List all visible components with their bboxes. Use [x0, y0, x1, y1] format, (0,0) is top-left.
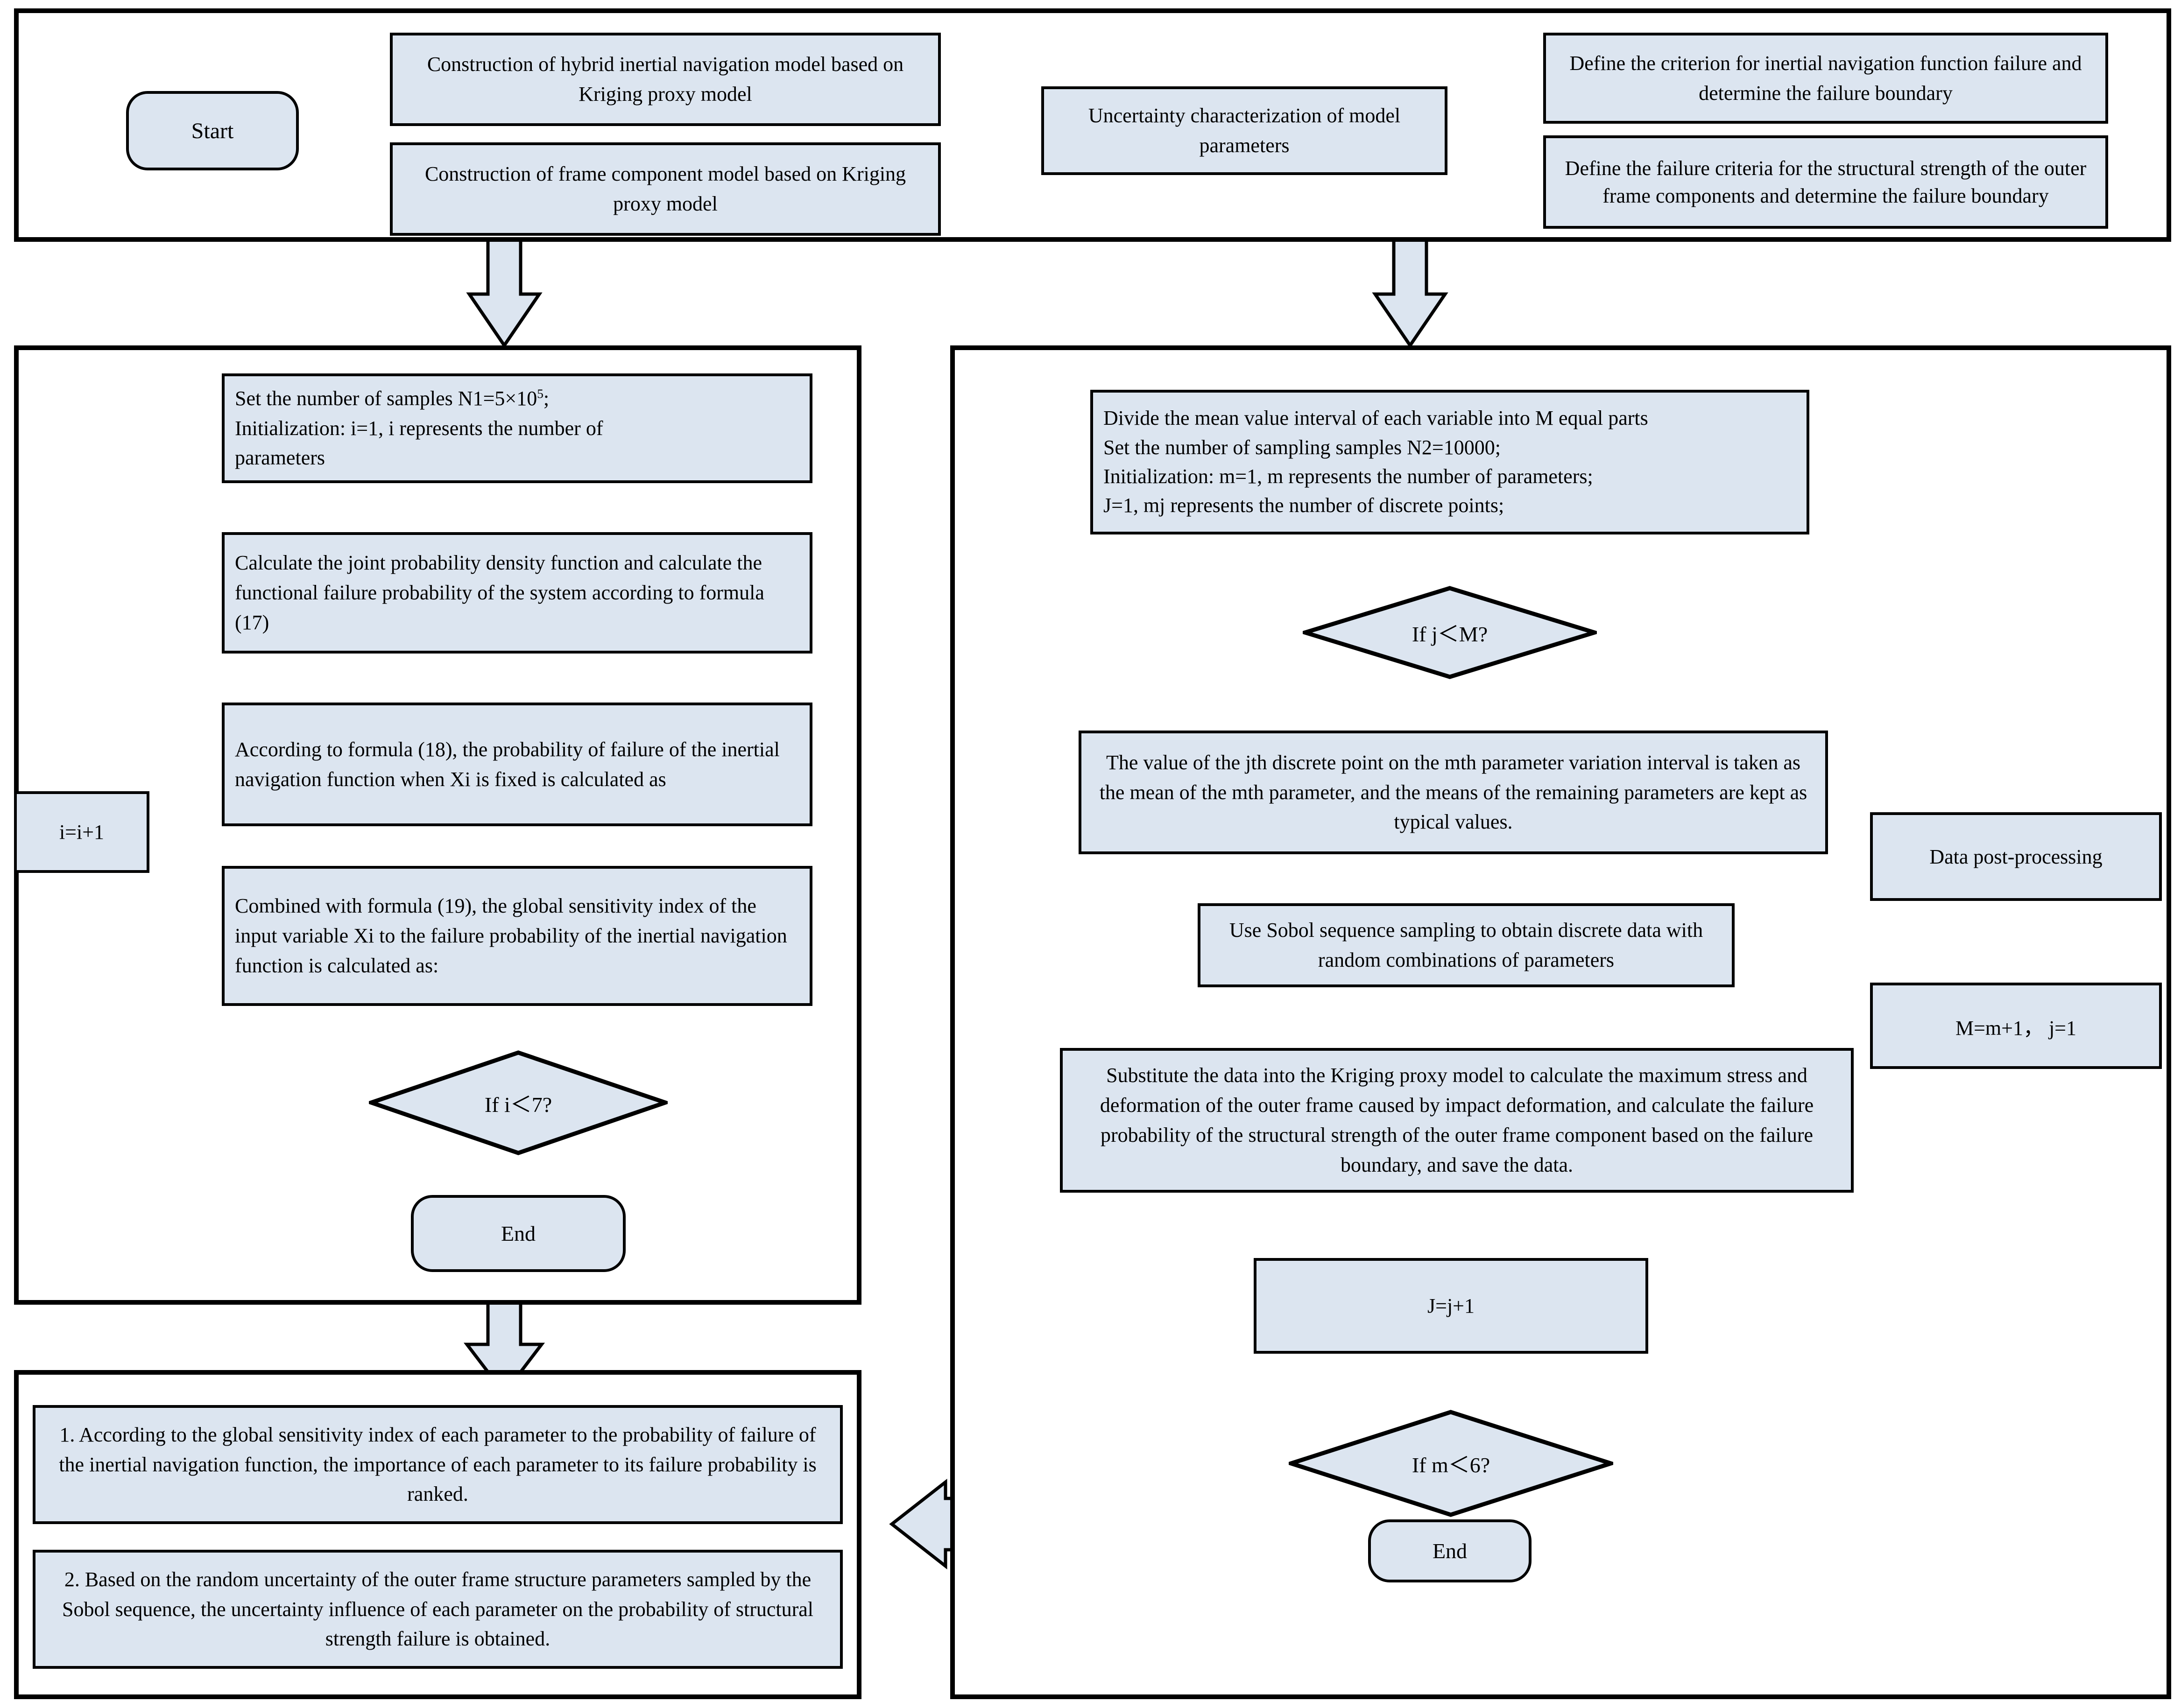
- node-increment-i[interactable]: i=i+1: [14, 791, 149, 873]
- decision-m-lt-6[interactable]: If m＜6?: [1289, 1410, 1613, 1517]
- decision-j-lt-m[interactable]: If j＜M?: [1303, 586, 1597, 679]
- node-formula-19[interactable]: Combined with formula (19), the global s…: [222, 866, 812, 1006]
- node-conclusion-2-label: 2. Based on the random uncertainty of th…: [62, 1567, 814, 1651]
- node-joint-pdf-label: Calculate the joint probability density …: [235, 551, 764, 634]
- node-formula-18-label: According to formula (18), the probabili…: [235, 738, 780, 791]
- block-arrow-down-left: [466, 232, 543, 349]
- init-line4: J=1, mj represents the number of discret…: [1103, 494, 1504, 517]
- node-hybrid-model[interactable]: Construction of hybrid inertial navigati…: [390, 33, 941, 126]
- node-sobol-sampling[interactable]: Use Sobol sequence sampling to obtain di…: [1198, 903, 1735, 987]
- decision-m-lt-6-label: If m＜6?: [1412, 1453, 1490, 1477]
- node-formula-19-label: Combined with formula (19), the global s…: [235, 894, 787, 977]
- set-samples-line3: parameters: [235, 446, 325, 470]
- init-line2: Set the number of sampling samples N2=10…: [1103, 436, 1501, 459]
- node-criteria-structural-strength[interactable]: Define the failure criteria for the stru…: [1543, 135, 2108, 229]
- node-conclusion-1[interactable]: 1. According to the global sensitivity i…: [33, 1405, 843, 1524]
- decision-i-lt-7-label: If i＜7?: [484, 1092, 552, 1117]
- node-increment-m[interactable]: M=m+1， j=1: [1870, 983, 2162, 1069]
- node-uncertainty-characterization-label: Uncertainty characterization of model pa…: [1088, 104, 1401, 157]
- node-criterion-navigation-failure-label: Define the criterion for inertial naviga…: [1569, 51, 2082, 105]
- node-substitute-kriging-label: Substitute the data into the Kriging pro…: [1100, 1064, 1814, 1176]
- set-samples-line1-tail: ;: [543, 387, 550, 410]
- node-formula-18[interactable]: According to formula (18), the probabili…: [222, 703, 812, 826]
- node-end-right[interactable]: End: [1368, 1519, 1532, 1582]
- node-criterion-navigation-failure[interactable]: Define the criterion for inertial naviga…: [1543, 33, 2108, 124]
- node-frame-model-label: Construction of frame component model ba…: [424, 162, 906, 215]
- node-set-samples[interactable]: Set the number of samples N1=5×105; Init…: [222, 373, 812, 483]
- node-jth-discrete-point[interactable]: The value of the jth discrete point on t…: [1079, 731, 1828, 854]
- set-samples-line1: Set the number of samples N1=5×10: [235, 387, 537, 410]
- node-sobol-sampling-label: Use Sobol sequence sampling to obtain di…: [1229, 919, 1703, 971]
- node-init-right[interactable]: Divide the mean value interval of each v…: [1090, 390, 1809, 534]
- set-samples-exponent: 5: [537, 387, 543, 401]
- node-start-label: Start: [191, 118, 234, 143]
- decision-j-lt-m-label: If j＜M?: [1412, 622, 1488, 646]
- decision-i-lt-7[interactable]: If i＜7?: [369, 1050, 668, 1155]
- node-conclusion-2[interactable]: 2. Based on the random uncertainty of th…: [33, 1550, 843, 1669]
- node-increment-i-label: i=i+1: [59, 821, 105, 843]
- node-hybrid-model-label: Construction of hybrid inertial navigati…: [427, 53, 904, 105]
- node-joint-pdf[interactable]: Calculate the joint probability density …: [222, 532, 812, 654]
- node-data-post-processing[interactable]: Data post-processing: [1870, 812, 2162, 901]
- node-increment-j[interactable]: J=j+1: [1254, 1258, 1648, 1354]
- node-increment-m-label: M=m+1， j=1: [1955, 1016, 2076, 1040]
- node-start[interactable]: Start: [126, 91, 299, 170]
- node-increment-j-label: J=j+1: [1427, 1294, 1475, 1317]
- block-arrow-down-right: [1372, 232, 1448, 349]
- node-end-left[interactable]: End: [411, 1195, 626, 1272]
- node-init-right-text: Divide the mean value interval of each v…: [1093, 404, 1807, 520]
- node-criteria-structural-strength-label: Define the failure criteria for the stru…: [1565, 156, 2087, 207]
- node-data-post-processing-label: Data post-processing: [1929, 845, 2103, 868]
- node-uncertainty-characterization[interactable]: Uncertainty characterization of model pa…: [1041, 86, 1447, 175]
- set-samples-line2: Initialization: i=1, i represents the nu…: [235, 416, 603, 440]
- node-end-right-label: End: [1432, 1539, 1468, 1563]
- init-line1: Divide the mean value interval of each v…: [1103, 407, 1648, 430]
- node-set-samples-text: Set the number of samples N1=5×105; Init…: [225, 384, 810, 473]
- node-frame-model[interactable]: Construction of frame component model ba…: [390, 142, 941, 236]
- node-conclusion-1-label: 1. According to the global sensitivity i…: [59, 1423, 817, 1506]
- node-jth-discrete-point-label: The value of the jth discrete point on t…: [1099, 751, 1807, 834]
- node-substitute-kriging[interactable]: Substitute the data into the Kriging pro…: [1060, 1048, 1854, 1193]
- node-end-left-label: End: [501, 1222, 536, 1245]
- init-line3: Initialization: m=1, m represents the nu…: [1103, 465, 1593, 488]
